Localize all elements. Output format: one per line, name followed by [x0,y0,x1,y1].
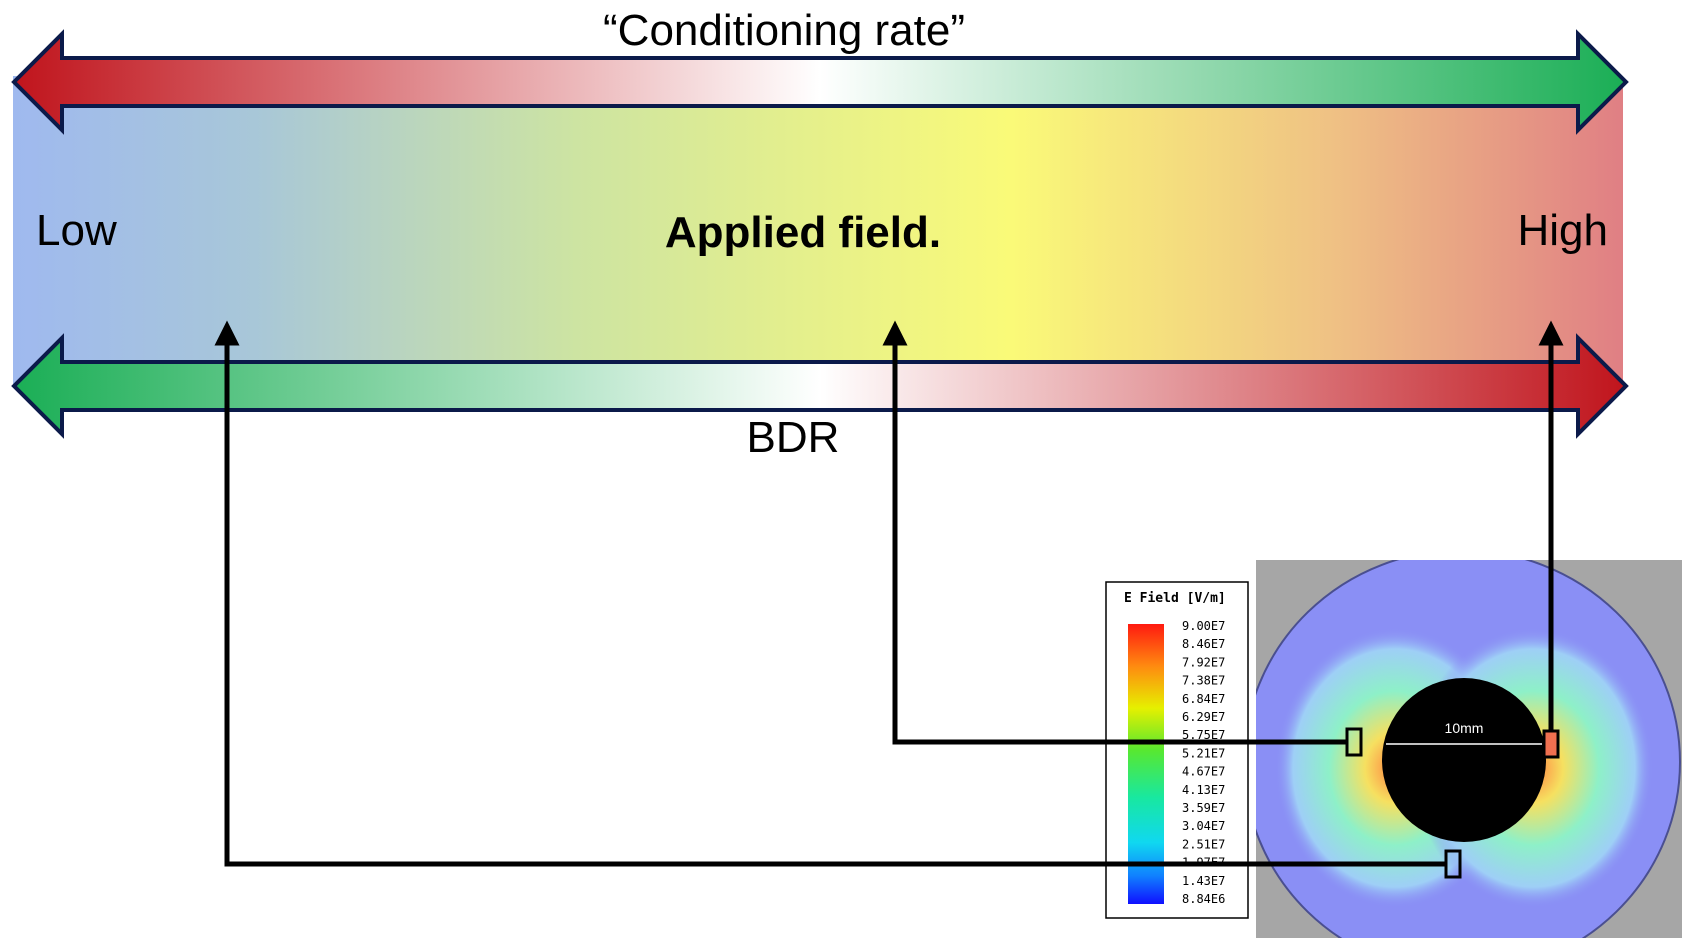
legend-tick-label: 3.59E7 [1182,801,1225,815]
probe-marker-mid-field [1345,727,1363,757]
legend-tick-label: 4.13E7 [1182,783,1225,797]
legend-tick-label: 7.38E7 [1182,674,1225,688]
legend-tick-label: 4.67E7 [1182,765,1225,779]
dimension-label: 10mm [1445,720,1484,736]
legend-tick-label: 1.43E7 [1182,874,1225,888]
legend-tick-label: 6.84E7 [1182,692,1225,706]
legend-tick-label: 9.00E7 [1182,619,1225,633]
legend-tick-label: 5.21E7 [1182,746,1225,760]
bdr-arrow [11,333,1629,439]
high-label: High [1518,206,1609,255]
conditioning-rate-label: “Conditioning rate” [603,6,965,55]
e-field-legend: E Field [V/m] 9.00E7 8.46E7 7.92E7 7.38E7 6.… [1105,581,1249,919]
legend-tick-label: 6.29E7 [1182,710,1225,724]
applied-field-label: Applied field. [665,208,941,257]
conductor-cross-section [1382,678,1546,842]
legend-tick-label: 2.51E7 [1182,837,1225,851]
probe-marker-low-field [1444,849,1462,879]
connector-low [214,320,1446,867]
legend-tick-label: 5.75E7 [1182,728,1225,742]
legend-tick-label: 8.84E6 [1182,892,1225,906]
probe-marker-high-field [1542,729,1560,759]
connector-mid [882,320,1347,745]
legend-title: E Field [V/m] [1124,591,1226,606]
low-label: Low [36,206,117,255]
legend-box [1105,581,1249,919]
applied-field-band [13,76,1623,384]
legend-tick-label: 7.92E7 [1182,655,1225,669]
field-simulation-image: 10mm [1256,560,1682,938]
conditioning-rate-arrow [11,29,1629,135]
legend-color-bar [1128,624,1164,904]
bdr-label: BDR [747,413,840,462]
legend-tick-label: 3.04E7 [1182,819,1225,833]
legend-tick-label: 8.46E7 [1182,637,1225,651]
